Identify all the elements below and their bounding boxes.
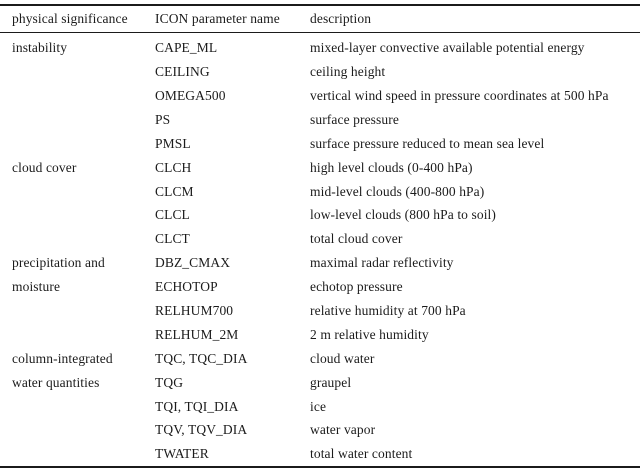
header-description: description (310, 11, 372, 27)
icon-parameters-table: physical significance ICON parameter nam… (0, 4, 640, 469)
description-cell: mid-level clouds (400-800 hPa) (310, 183, 485, 199)
table-row: TQI, TQI_DIA ice (0, 394, 640, 418)
parameter-cell: RELHUM_2M (155, 326, 239, 342)
description-cell: 2 m relative humidity (310, 326, 429, 342)
header-icon-parameter-name: ICON parameter name (155, 11, 280, 27)
table-row: CEILING ceiling height (0, 60, 640, 84)
parameter-cell: CLCT (155, 231, 190, 247)
description-cell: mixed-layer convective available potenti… (310, 40, 585, 56)
parameter-cell: DBZ_CMAX (155, 255, 231, 271)
description-cell: total water content (310, 446, 413, 462)
table-header-row: physical significance ICON parameter nam… (0, 6, 640, 32)
table-row: CLCL low-level clouds (800 hPa to soil) (0, 203, 640, 227)
category-cell: water quantities (12, 374, 100, 390)
category-cell: cloud cover (12, 159, 77, 175)
parameter-cell: TQG (155, 374, 184, 390)
description-cell: echotop pressure (310, 279, 403, 295)
table-top-rule (0, 4, 640, 6)
table-row: RELHUM_2M 2 m relative humidity (0, 323, 640, 347)
parameter-cell: RELHUM700 (155, 302, 234, 318)
parameter-cell: CLCH (155, 159, 192, 175)
table-header-rule (0, 32, 640, 33)
parameter-cell: PMSL (155, 135, 191, 151)
parameter-cell: CEILING (155, 64, 210, 80)
description-cell: relative humidity at 700 hPa (310, 302, 466, 318)
description-cell: maximal radar reflectivity (310, 255, 454, 271)
parameter-cell: OMEGA500 (155, 87, 226, 103)
parameter-cell: TWATER (155, 446, 209, 462)
table-row: cloud cover CLCH high level clouds (0-40… (0, 155, 640, 179)
table-row: moisture ECHOTOP echotop pressure (0, 275, 640, 299)
parameter-cell: TQV, TQV_DIA (155, 422, 248, 438)
parameter-cell: PS (155, 111, 171, 127)
table-row: PMSL surface pressure reduced to mean se… (0, 132, 640, 156)
table-row: TWATER total water content (0, 442, 640, 466)
parameter-cell: CLCL (155, 207, 190, 223)
table-row: PS surface pressure (0, 108, 640, 132)
parameter-cell: TQC, TQC_DIA (155, 350, 248, 366)
description-cell: low-level clouds (800 hPa to soil) (310, 207, 496, 223)
table-row: TQV, TQV_DIA water vapor (0, 418, 640, 442)
table-row: column-integrated TQC, TQC_DIA cloud wat… (0, 347, 640, 371)
parameter-cell: ECHOTOP (155, 279, 218, 295)
parameter-cell: TQI, TQI_DIA (155, 398, 239, 414)
table-row: CLCT total cloud cover (0, 227, 640, 251)
description-cell: surface pressure (310, 111, 399, 127)
description-cell: surface pressure reduced to mean sea lev… (310, 135, 545, 151)
description-cell: high level clouds (0-400 hPa) (310, 159, 473, 175)
parameter-cell: CLCM (155, 183, 194, 199)
table-row: precipitation and DBZ_CMAX maximal radar… (0, 251, 640, 275)
table-row: RELHUM700 relative humidity at 700 hPa (0, 299, 640, 323)
category-cell: moisture (12, 279, 61, 295)
description-cell: cloud water (310, 350, 375, 366)
description-cell: total cloud cover (310, 231, 403, 247)
description-cell: ice (310, 398, 327, 414)
description-cell: vertical wind speed in pressure coordina… (310, 87, 609, 103)
table-row: water quantities TQG graupel (0, 370, 640, 394)
table-row: instability CAPE_ML mixed-layer convecti… (0, 36, 640, 60)
table-bottom-rule (0, 466, 640, 469)
description-cell: water vapor (310, 422, 376, 438)
category-cell: instability (12, 40, 68, 56)
table-body: instability CAPE_ML mixed-layer convecti… (0, 33, 640, 466)
description-cell: ceiling height (310, 64, 386, 80)
parameter-cell: CAPE_ML (155, 40, 218, 56)
category-cell: column-integrated (12, 350, 113, 366)
table-row: OMEGA500 vertical wind speed in pressure… (0, 84, 640, 108)
table-row: CLCM mid-level clouds (400-800 hPa) (0, 179, 640, 203)
category-cell: precipitation and (12, 255, 105, 271)
header-physical-significance: physical significance (12, 11, 128, 27)
description-cell: graupel (310, 374, 352, 390)
